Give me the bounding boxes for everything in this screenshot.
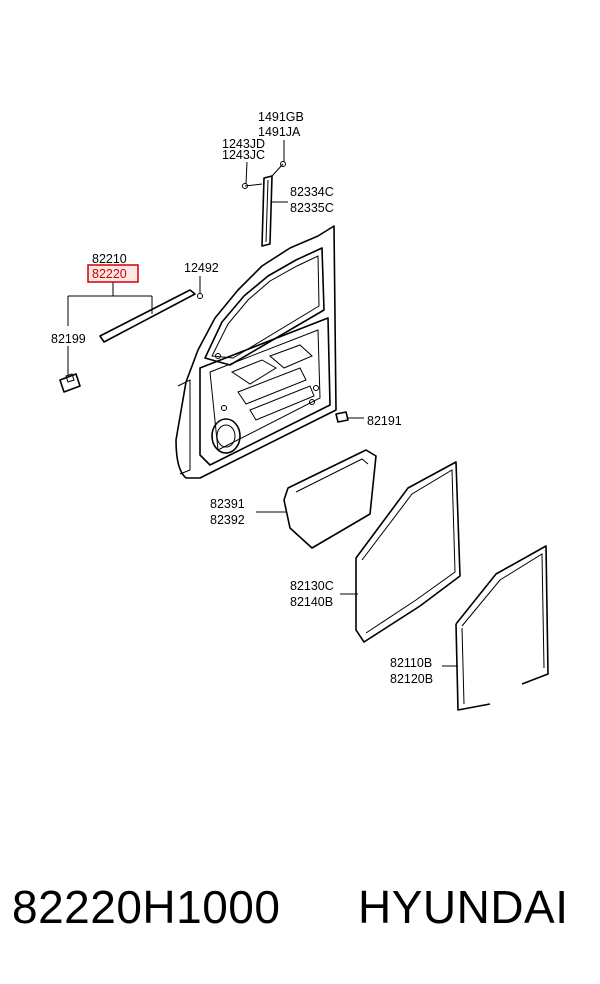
door-panel bbox=[175, 225, 337, 479]
label-1491GB: 1491GB bbox=[258, 110, 304, 124]
label-1491JA: 1491JA bbox=[258, 125, 301, 139]
label-1243JD: 1243JD bbox=[222, 137, 265, 151]
label-82392: 82392 bbox=[210, 513, 245, 527]
label-82110B: 82110B bbox=[390, 656, 432, 670]
parts-diagram: 1491GB 1491JA 1243JD 1243JC 82334C 82335… bbox=[51, 110, 549, 711]
label-82220: 82220 bbox=[92, 267, 127, 281]
part-labels: 1491GB 1491JA 1243JD 1243JC 82334C 82335… bbox=[51, 110, 433, 686]
leader-lines bbox=[67, 140, 458, 667]
bolt-part bbox=[335, 411, 349, 423]
label-82130C: 82130C bbox=[290, 579, 334, 593]
window-channel-part bbox=[242, 161, 286, 247]
label-82199: 82199 bbox=[51, 332, 86, 346]
label-82191: 82191 bbox=[367, 414, 402, 428]
clip-part bbox=[59, 373, 81, 393]
label-82210: 82210 bbox=[92, 252, 127, 266]
label-12492: 12492 bbox=[184, 261, 219, 275]
brand-name: HYUNDAI bbox=[358, 881, 569, 933]
highlight-box-82220 bbox=[87, 264, 139, 283]
label-82391: 82391 bbox=[210, 497, 245, 511]
door-moulding-part bbox=[99, 289, 203, 343]
label-82140B: 82140B bbox=[290, 595, 333, 609]
label-82334C: 82334C bbox=[290, 185, 334, 199]
label-1243JC: 1243JC bbox=[222, 148, 265, 162]
part-number: 82220H1000 bbox=[12, 881, 281, 933]
sealing-cover-part bbox=[283, 449, 377, 549]
label-82120B: 82120B bbox=[390, 672, 433, 686]
door-weatherstrip-part bbox=[355, 461, 461, 643]
label-82335C: 82335C bbox=[290, 201, 334, 215]
body-weatherstrip-part bbox=[455, 545, 549, 711]
